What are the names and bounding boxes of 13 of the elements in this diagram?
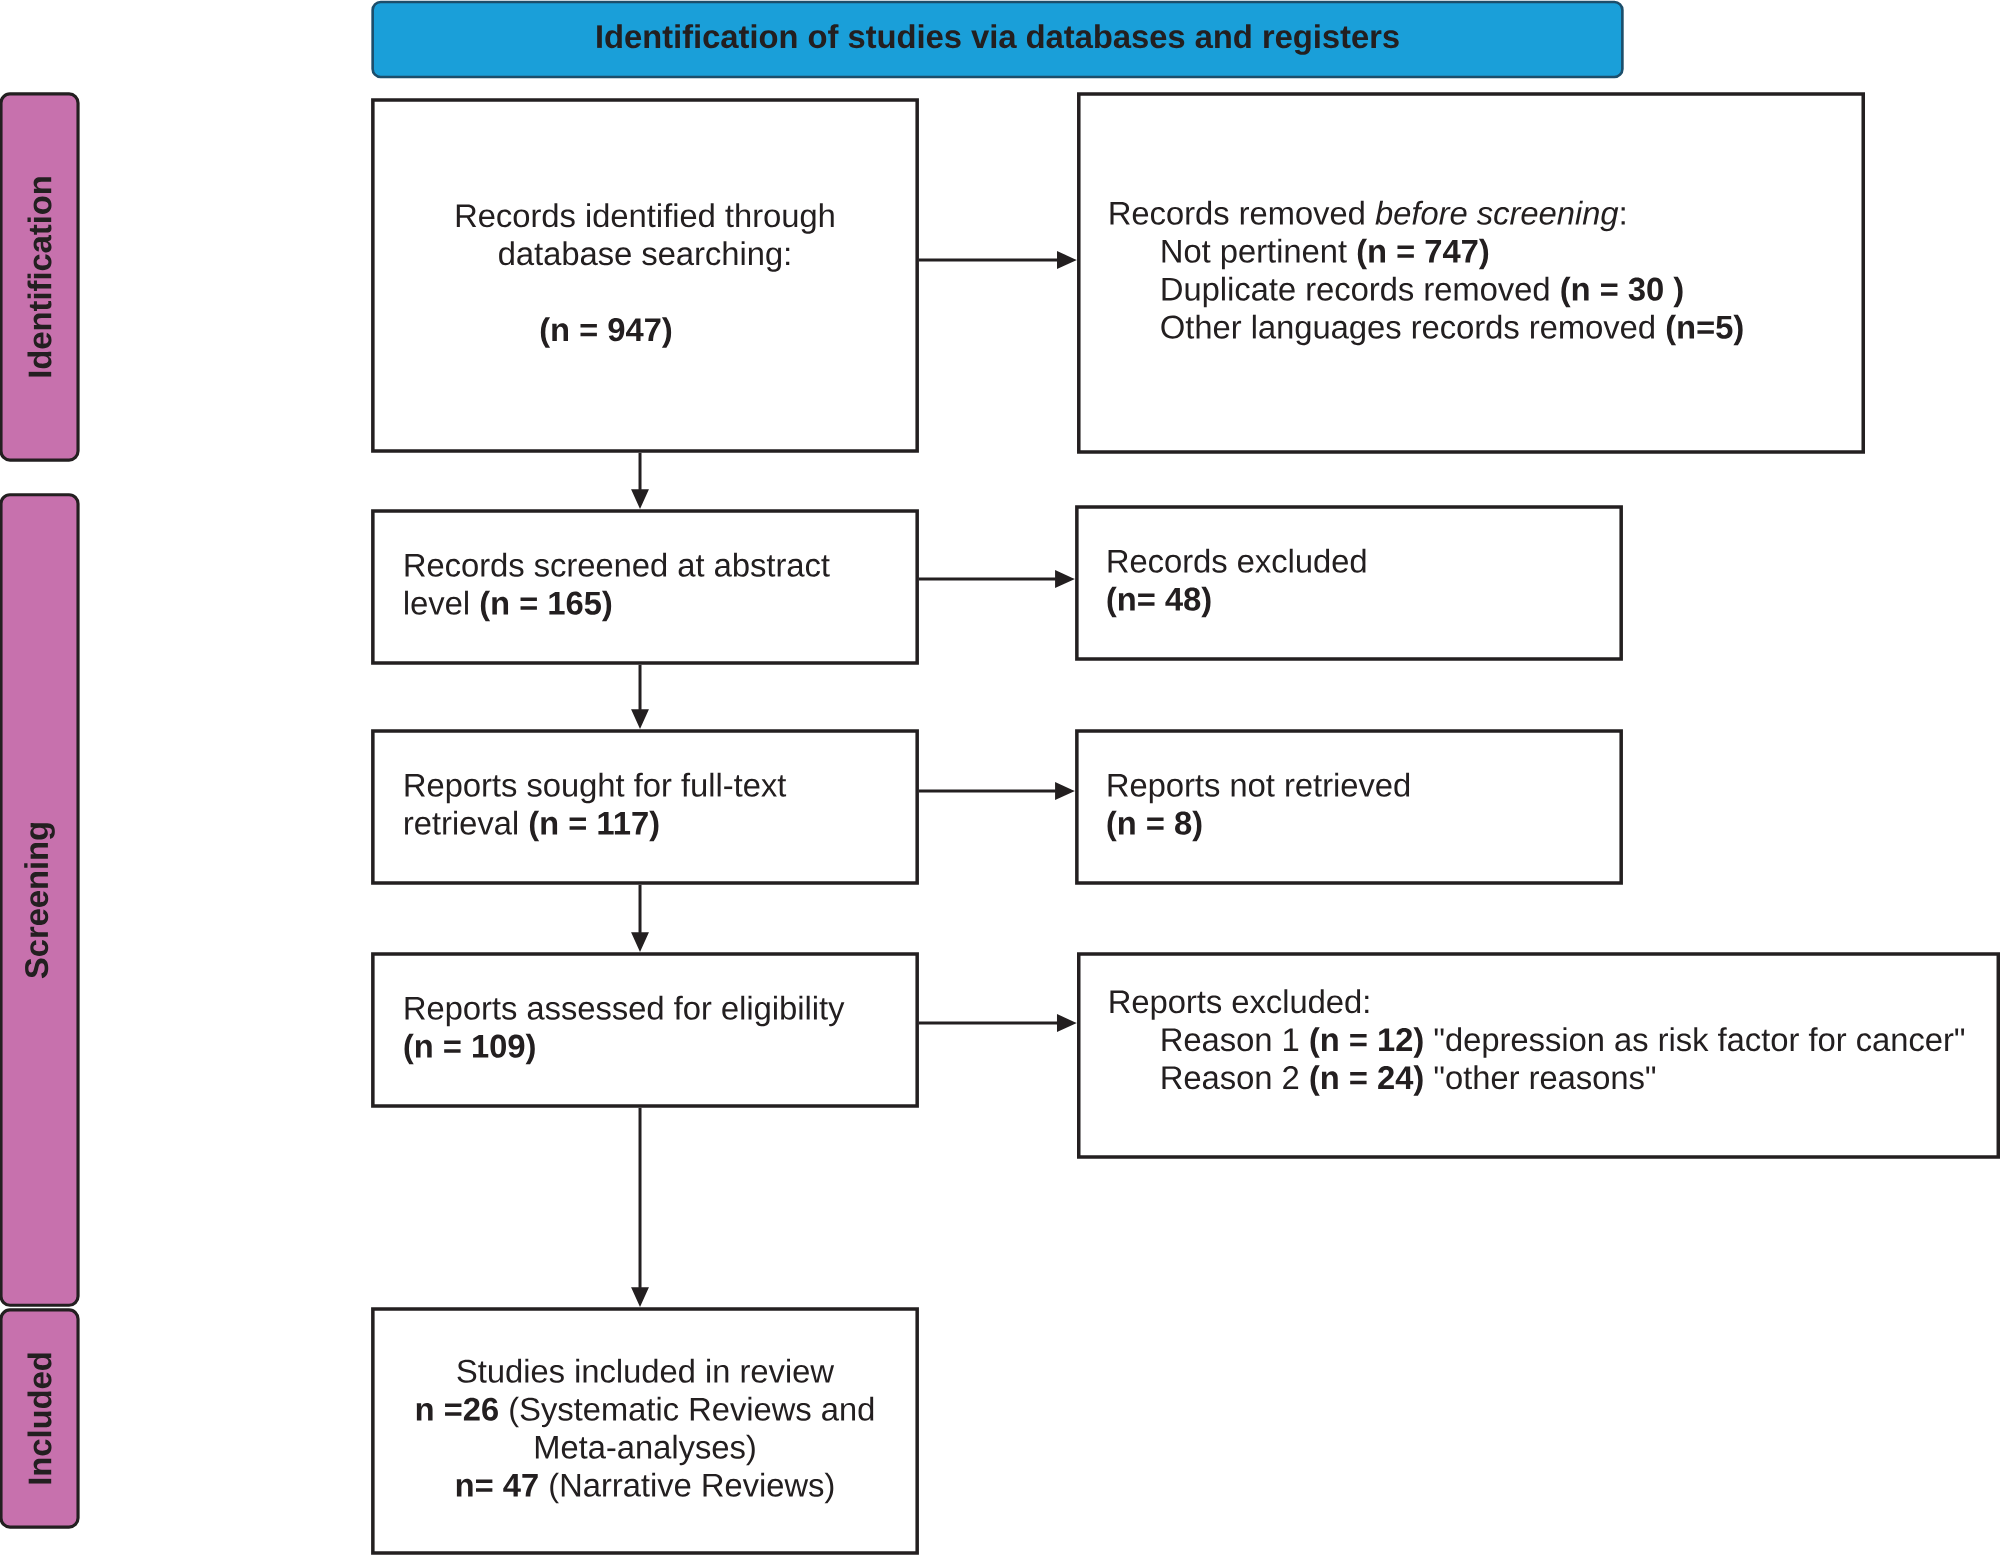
phase-tab: Identification: [0, 92, 80, 462]
header-banner: Identification of studies via databases and registers: [371, 0, 1624, 79]
process-box: Reports sought for full-text retrieval (n = 117): [371, 729, 919, 885]
process-box: Records removed before screening: Not pertinent (n = 747) Duplicate records removed (n = 30 ) Other languages records removed (n=5): [1077, 92, 1865, 454]
process-box: Records screened at abstract level (n = 165): [371, 509, 919, 665]
process-box: Records identified through database searching: (n = 947): [371, 98, 919, 453]
process-box: Reports not retrieved (n = 8): [1075, 729, 1623, 885]
process-box: Reports assessed for eligibility (n = 109): [371, 952, 919, 1108]
process-box: Studies included in review n =26 (Systematic Reviews and Meta-analyses) n= 47 (Narrative Reviews): [371, 1307, 919, 1555]
process-box: Reports excluded: Reason 1 (n = 12) "depression as risk factor for cancer" Reason 2 (n = 24) "other reasons": [1077, 952, 2000, 1159]
process-box: Records excluded (n= 48): [1075, 505, 1623, 661]
phase-tab: Included: [0, 1308, 80, 1529]
phase-tab: Screening: [0, 493, 80, 1307]
